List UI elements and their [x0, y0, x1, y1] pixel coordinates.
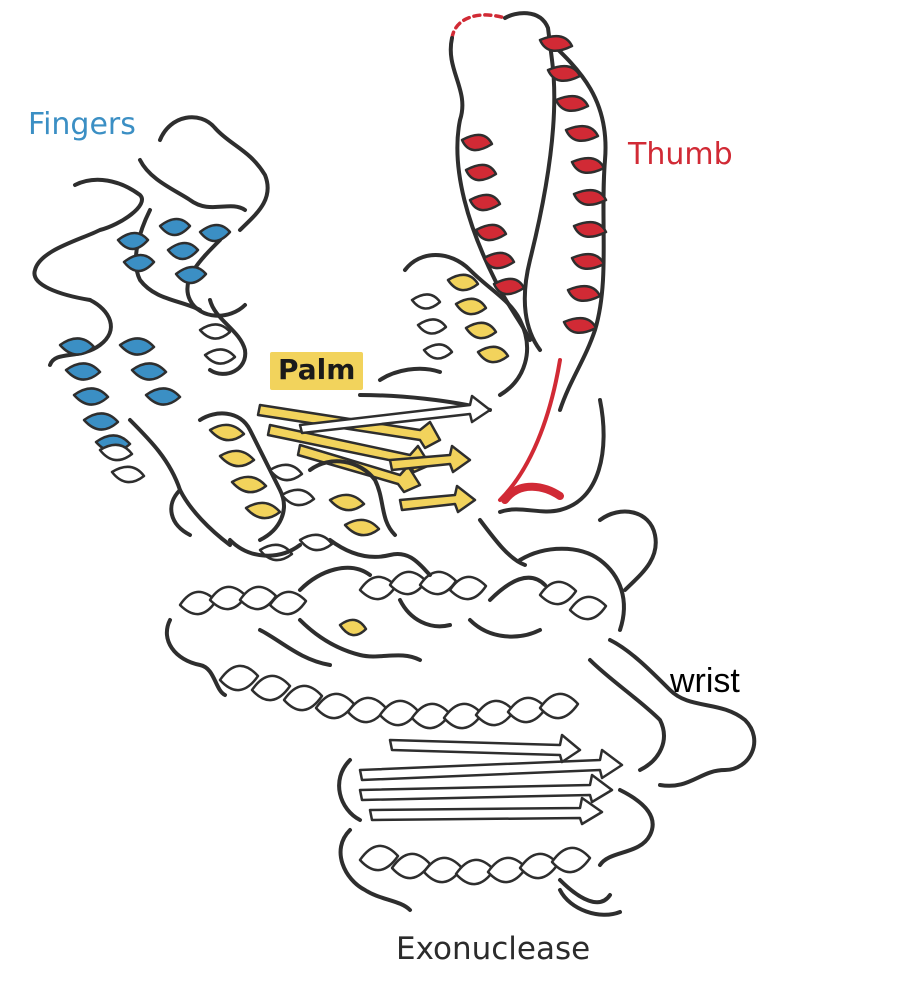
exonuclease-domain — [164, 509, 757, 917]
palm-label: Palm — [270, 352, 364, 390]
thumb-label: Thumb — [628, 137, 733, 172]
fingers-domain — [32, 115, 270, 547]
fingers-label: Fingers — [28, 107, 136, 142]
exonuclease-label: Exonuclease — [396, 931, 591, 967]
wrist-label: wrist — [670, 662, 740, 700]
thumb-disordered-loop — [450, 13, 507, 40]
thumb-domain — [448, 11, 608, 514]
palm-domain — [198, 253, 530, 637]
